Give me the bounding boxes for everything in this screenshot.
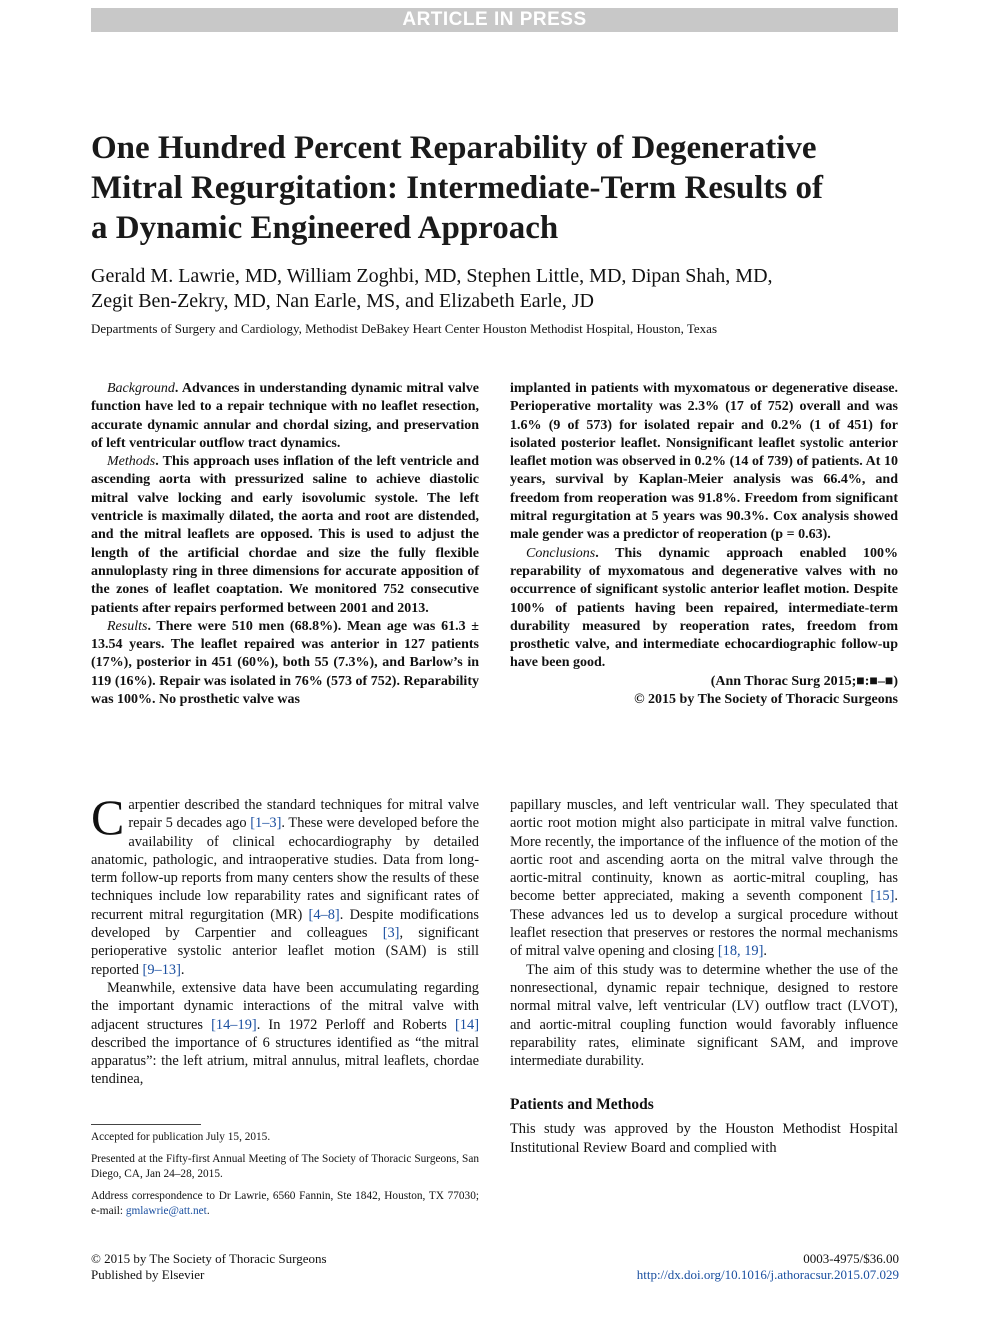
body-text: , significant perioperative systolic ant… xyxy=(91,925,479,978)
author-list: Gerald M. Lawrie, MD, William Zoghbi, MD… xyxy=(91,264,901,314)
body-right-column: papillary muscles, and left ventricular … xyxy=(510,796,898,1157)
footnote-text: Address correspondence to Dr Lawrie, 656… xyxy=(91,1189,479,1218)
footer-issn: 0003-4975/$36.00 xyxy=(803,1251,899,1266)
drop-cap: C xyxy=(91,789,125,845)
reference-link[interactable]: [3] xyxy=(382,925,400,942)
footnote-accepted: Accepted for publication July 15, 2015. xyxy=(91,1131,271,1143)
body-text: . These advances led us to develop a sur… xyxy=(510,888,898,960)
article-in-press-banner: ARTICLE IN PRESS xyxy=(91,8,898,32)
body-text: arpentier described the standard techniq… xyxy=(128,797,479,832)
abstract-results-continued: implanted in patients with myxomatous or… xyxy=(510,381,898,543)
body-text: . xyxy=(763,943,767,960)
page-footer-left: © 2015 by The Society of Thoracic Surgeo… xyxy=(91,1251,491,1282)
abstract-text: . There were 510 men (68.8%). Mean age w… xyxy=(91,618,479,708)
section-heading: Patients and Methods xyxy=(510,1096,654,1114)
abstract-left-column: Background. Advances in understanding dy… xyxy=(91,380,479,709)
body-paragraph: The aim of this study was to determine w… xyxy=(510,961,898,1070)
abstract-label: Results xyxy=(107,618,148,634)
reference-link[interactable]: [14–19] xyxy=(211,1016,257,1033)
email-link[interactable]: gmlawrie@att.net xyxy=(125,1205,207,1217)
reference-link[interactable]: [14] xyxy=(455,1016,479,1033)
abstract-text: . Advances in understanding dynamic mitr… xyxy=(91,381,479,451)
title-line: a Dynamic Engineered Approach xyxy=(91,210,559,246)
body-paragraph: papillary muscles, and left ventricular … xyxy=(510,796,898,961)
doi-link[interactable]: http://dx.doi.org/10.1016/j.athoracsur.2… xyxy=(636,1266,899,1282)
author-line: Zegit Ben-Zekry, MD, Nan Earle, MS, and … xyxy=(91,290,594,312)
article-title: One Hundred Percent Reparability of Dege… xyxy=(91,128,901,248)
body-paragraph: Meanwhile, extensive data have been accu… xyxy=(91,979,479,1089)
footnote-address: Address correspondence to Dr Lawrie, 656… xyxy=(91,1189,479,1220)
abstract-background: Background. Advances in understanding dy… xyxy=(91,380,479,453)
body-text: . xyxy=(180,961,185,978)
abstract-text: . This dynamic approach enabled 100% rep… xyxy=(510,545,898,671)
page-footer-right: 0003-4975/$36.00 http://dx.doi.org/10.10… xyxy=(499,1251,899,1282)
title-line: One Hundred Percent Reparability of Dege… xyxy=(91,130,817,166)
footnote-divider xyxy=(91,1124,201,1125)
footnote-presented: Presented at the Fifty-first Annual Meet… xyxy=(91,1152,479,1181)
body-text: papillary muscles, and left ventricular … xyxy=(510,797,898,905)
abstract-results: Results. There were 510 men (68.8%). Mea… xyxy=(91,618,479,709)
reference-link[interactable]: [9–13] xyxy=(142,961,181,978)
abstract-text: . This approach uses inflation of the le… xyxy=(91,454,479,616)
abstract-copyright: © 2015 by The Society of Thoracic Surgeo… xyxy=(634,692,898,708)
journal-citation: (Ann Thorac Surg 2015;■:■–■) xyxy=(710,673,898,689)
affiliation: Departments of Surgery and Cardiology, M… xyxy=(91,321,717,336)
reference-link[interactable]: [1–3] xyxy=(250,815,282,832)
body-text: described the importance of 6 structures… xyxy=(91,1034,479,1088)
body-text: . In 1972 Perloff and Roberts xyxy=(256,1016,456,1033)
reference-link[interactable]: [4–8] xyxy=(308,906,340,923)
body-text: . These were developed before the availa… xyxy=(91,815,479,923)
footnotes: Accepted for publication July 15, 2015. … xyxy=(91,1130,479,1226)
body-text: Meanwhile, extensive data have been accu… xyxy=(91,979,479,1033)
abstract-conclusions: Conclusions. This dynamic approach enabl… xyxy=(510,545,898,673)
footer-copyright: © 2015 by The Society of Thoracic Surgeo… xyxy=(91,1251,327,1266)
abstract-methods: Methods. This approach uses inflation of… xyxy=(91,453,479,618)
abstract-right-column: implanted in patients with myxomatous or… xyxy=(510,380,898,709)
footnote-text: . xyxy=(206,1205,210,1217)
reference-link[interactable]: [18, 19] xyxy=(717,943,764,960)
abstract-label: Methods xyxy=(107,454,156,470)
title-line: Mitral Regurgitation: Intermediate-Term … xyxy=(91,170,823,206)
body-text: . Despite modifications developed by Car… xyxy=(91,906,480,942)
footer-publisher: Published by Elsevier xyxy=(91,1266,205,1282)
author-line: Gerald M. Lawrie, MD, William Zoghbi, MD… xyxy=(91,265,773,287)
abstract-label: Conclusions xyxy=(526,545,596,561)
abstract-label: Background xyxy=(107,381,175,396)
body-paragraph: This study was approved by the Houston M… xyxy=(510,1121,898,1156)
reference-link[interactable]: [15] xyxy=(870,888,895,905)
